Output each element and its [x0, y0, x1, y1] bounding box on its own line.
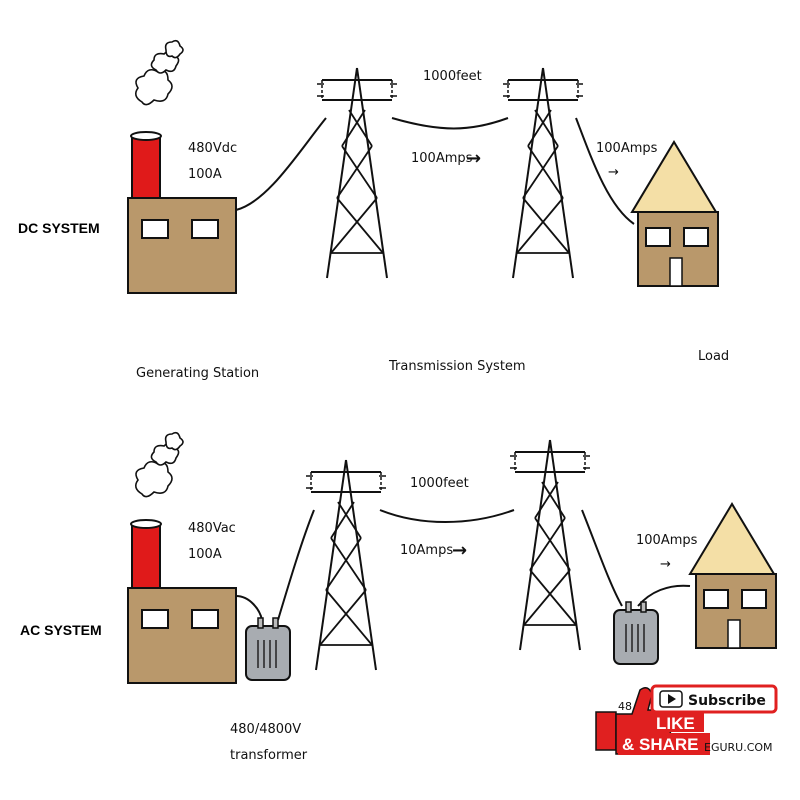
badge-behind-text: 48 — [618, 700, 632, 713]
like-button[interactable] — [650, 712, 704, 732]
site-label: EGURU.COM — [704, 741, 773, 754]
caption-load: Load — [698, 349, 729, 364]
ac-distance: 1000feet — [410, 476, 469, 491]
ac-feeder-wire — [277, 509, 315, 621]
ac-generating-station — [127, 587, 237, 684]
ac-step-down-transformer — [613, 601, 659, 665]
dc-distance: 1000feet — [423, 69, 482, 84]
ac-load-arrow-icon: → — [660, 557, 671, 572]
ac-tower-2 — [509, 439, 591, 651]
dc-drop-wire — [575, 117, 635, 225]
dc-load-house — [631, 141, 719, 287]
ac-step-up-transformer — [245, 617, 291, 681]
dc-source-voltage: 480Vdc — [188, 141, 237, 156]
ac-system-label: AC SYSTEM — [20, 622, 102, 638]
dc-line-current: 100Amps — [411, 151, 473, 166]
ac-drop-wire — [581, 509, 623, 607]
dc-tower-1 — [316, 67, 398, 279]
dc-chimney — [130, 131, 162, 207]
ac-load-house — [689, 503, 777, 649]
dc-generating-station — [127, 197, 237, 294]
play-button-icon — [659, 690, 683, 708]
ac-line-current: 10Amps — [400, 543, 453, 558]
smoke-cloud-icon — [134, 39, 184, 106]
share-label: & SHARE — [622, 735, 699, 754]
dc-span-wire — [391, 117, 509, 130]
ac-station-to-transformer-wire — [235, 595, 263, 621]
caption-generating-station: Generating Station — [136, 366, 259, 381]
dc-feeder-wire — [235, 117, 327, 211]
ac-system: AC SYSTEM 480Vac 100A 1000feet 10Amps → … — [20, 431, 777, 763]
captions: Generating Station Transmission System L… — [136, 349, 729, 381]
dc-load-current: 100Amps — [596, 141, 658, 156]
ac-chimney — [130, 519, 162, 595]
ac-tower-1 — [305, 459, 387, 671]
dc-tower-2 — [502, 67, 584, 279]
ac-transformer-label-2: transformer — [230, 748, 308, 763]
smoke-cloud-icon — [134, 431, 184, 498]
subscribe-label: Subscribe — [688, 693, 766, 709]
subscribe-button[interactable] — [650, 684, 778, 714]
ac-source-current: 100A — [188, 547, 222, 562]
ac-load-current: 100Amps — [636, 533, 698, 548]
dc-system: DC SYSTEM 480Vdc 100A 1000feet 100Amps →… — [18, 39, 719, 294]
like-label: LIKE — [656, 714, 695, 733]
ac-transformer-label-1: 480/4800V — [230, 722, 301, 737]
ac-span-wire — [379, 509, 515, 523]
ac-line-arrow-icon: → — [452, 540, 467, 561]
dc-load-arrow-icon: → — [608, 165, 619, 180]
caption-transmission-system: Transmission System — [388, 359, 526, 374]
dc-line-arrow-icon: → — [466, 148, 481, 169]
subscribe-badge[interactable]: 48 Subscribe LIKE & SHARE EGURU.COM — [595, 684, 778, 755]
dc-source-current: 100A — [188, 167, 222, 182]
dc-system-label: DC SYSTEM — [18, 220, 100, 236]
share-button[interactable] — [618, 733, 710, 755]
ac-source-voltage: 480Vac — [188, 521, 236, 536]
